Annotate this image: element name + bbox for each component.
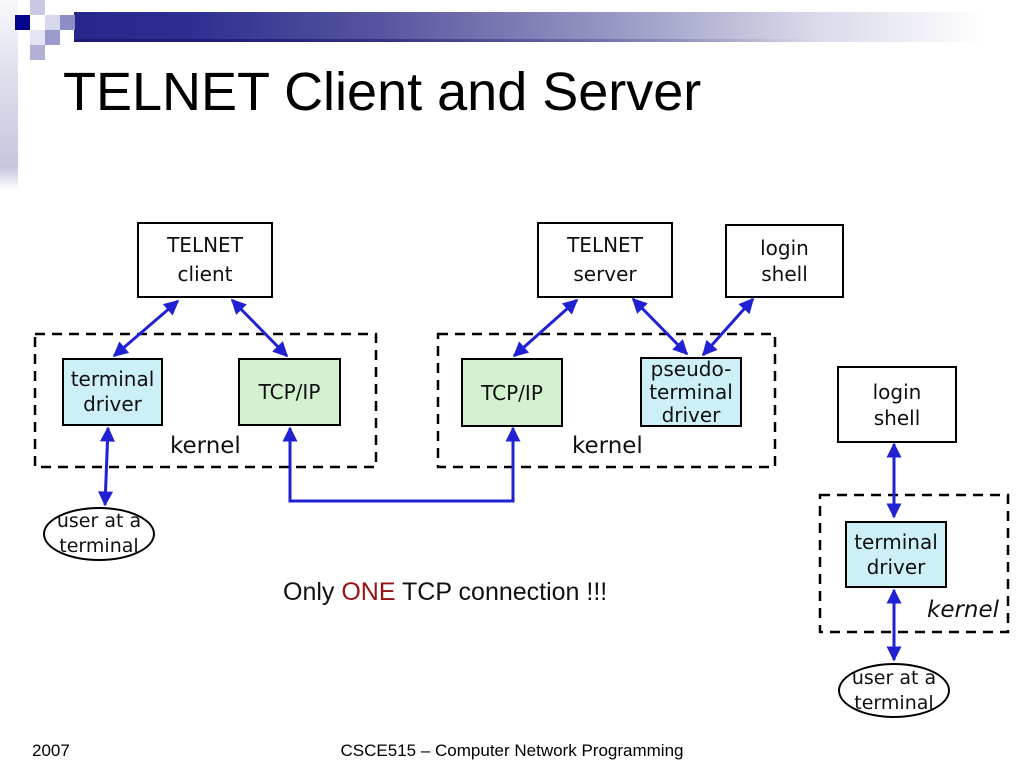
caption-only-one-tcp: Only ONE TCP connection !!! — [283, 578, 607, 607]
arrow-client-tcpip — [230, 298, 289, 358]
caption-part1: Only — [283, 578, 342, 606]
arrow-tcp-connection — [282, 426, 521, 503]
left-gradient-strip — [0, 0, 18, 190]
telnet-client-box: TELNET client — [137, 222, 273, 298]
kernel-label-server: kernel — [572, 433, 643, 459]
terminal-driver-box-left: terminal driver — [62, 358, 163, 426]
pixel-square — [30, 45, 45, 60]
pixel-square — [45, 30, 60, 45]
pixel-square — [45, 15, 60, 30]
terminal-driver-box-right: terminal driver — [845, 521, 947, 588]
kernel-label-right: kernel — [927, 597, 1000, 623]
arrow-server-pseudo-terminal — [631, 297, 689, 356]
tcp-ip-box-right: TCP/IP — [461, 358, 563, 427]
caption-part2: TCP connection !!! — [395, 578, 608, 606]
tcp-ip-box-left: TCP/IP — [238, 358, 341, 426]
login-shell-box-right: login shell — [837, 366, 957, 443]
arrow-server-tcpip — [512, 298, 579, 358]
caption-highlight: ONE — [341, 578, 396, 606]
pixel-square — [30, 30, 45, 45]
slide-title: TELNET Client and Server — [63, 62, 702, 122]
user-terminal-ellipse-left: user at a terminal — [43, 507, 155, 561]
footer-course: CSCE515 – Computer Network Programming — [340, 741, 684, 760]
top-gradient-bar — [74, 12, 1024, 42]
pixel-square — [30, 0, 45, 15]
pixel-square — [15, 15, 30, 30]
user-terminal-ellipse-right: user at a terminal — [838, 663, 950, 718]
pixel-square — [60, 15, 75, 30]
login-shell-box-top: login shell — [725, 224, 844, 298]
arrow-loginshell-pseudo-terminal — [701, 297, 755, 357]
telnet-server-box: TELNET server — [537, 222, 673, 298]
footer-year: 2007 — [32, 741, 70, 760]
kernel-label-client: kernel — [170, 433, 241, 459]
pseudo-terminal-driver-box: pseudo- terminal driver — [640, 357, 742, 427]
arrow-terminal-driver-user — [98, 426, 115, 507]
arrow-client-terminal-driver — [112, 299, 180, 358]
